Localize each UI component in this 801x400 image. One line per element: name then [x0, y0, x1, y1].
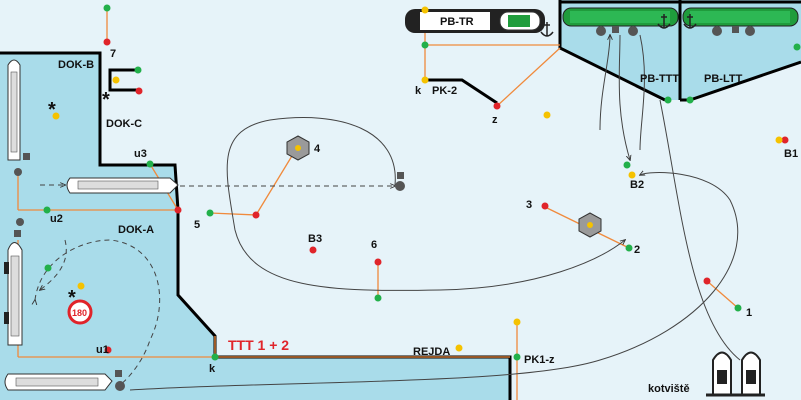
label-b1: B1 [784, 148, 798, 160]
moorings [14, 26, 755, 391]
motorboat-icon [706, 351, 765, 397]
label-7: 7 [110, 48, 116, 60]
ship-icon [562, 7, 679, 27]
star-marker: * [102, 89, 110, 111]
ship-icon [682, 7, 799, 27]
hexagon-buoy-icon [286, 135, 310, 161]
label-u2: u2 [50, 213, 63, 225]
label-dok-a: DOK-A [118, 224, 154, 236]
buoys-green [43, 4, 801, 361]
label-pb-ltt: PB-LTT [704, 73, 743, 85]
anchor-icon [540, 14, 697, 37]
label-1: 1 [746, 307, 752, 319]
hexagon-buoy-icon [578, 212, 602, 238]
star-marker: * [48, 99, 56, 121]
pb-tr-boat: PB-TR [405, 9, 545, 33]
label-k-bottom: k [209, 363, 216, 375]
ship-icon [4, 242, 23, 346]
label-b3: B3 [308, 233, 322, 245]
ship-icon [66, 177, 179, 194]
speed-value: 180 [72, 308, 87, 318]
label-4: 4 [314, 143, 321, 155]
label-3: 3 [526, 199, 532, 211]
label-rejda: REJDA [413, 346, 450, 358]
buoys-red [103, 38, 789, 354]
label-u3: u3 [134, 148, 147, 160]
pier-7 [108, 68, 140, 92]
label-6: 6 [371, 239, 377, 251]
maneuver-paths-dashed [35, 185, 395, 386]
buoys-yellow [52, 6, 783, 352]
label-u1: u1 [96, 344, 109, 356]
label-kotviste: kotviště [648, 383, 690, 395]
label-pb-tr: PB-TR [440, 16, 474, 28]
maneuver-paths [129, 35, 741, 391]
label-pk2: PK-2 [432, 85, 457, 97]
ship-icon [7, 59, 21, 161]
star-marker: * [68, 287, 76, 309]
label-z: z [492, 114, 498, 126]
label-pb-ttt: PB-TTT [640, 73, 679, 85]
ship-icon [4, 373, 113, 391]
label-5: 5 [194, 219, 200, 231]
speed-limit-sign-icon: 180 [67, 299, 93, 325]
label-dok-c: DOK-C [106, 118, 142, 130]
pk2-pier [425, 78, 498, 105]
dock-basin-west [0, 53, 215, 357]
label-dok-b: DOK-B [58, 59, 94, 71]
label-ttt: TTT 1 + 2 [228, 337, 289, 353]
label-b2: B2 [630, 179, 644, 191]
label-pk1z: PK1-z [524, 354, 555, 366]
label-k-top: k [415, 85, 422, 97]
label-2: 2 [634, 244, 640, 256]
dock-basin-bottom [0, 357, 510, 400]
